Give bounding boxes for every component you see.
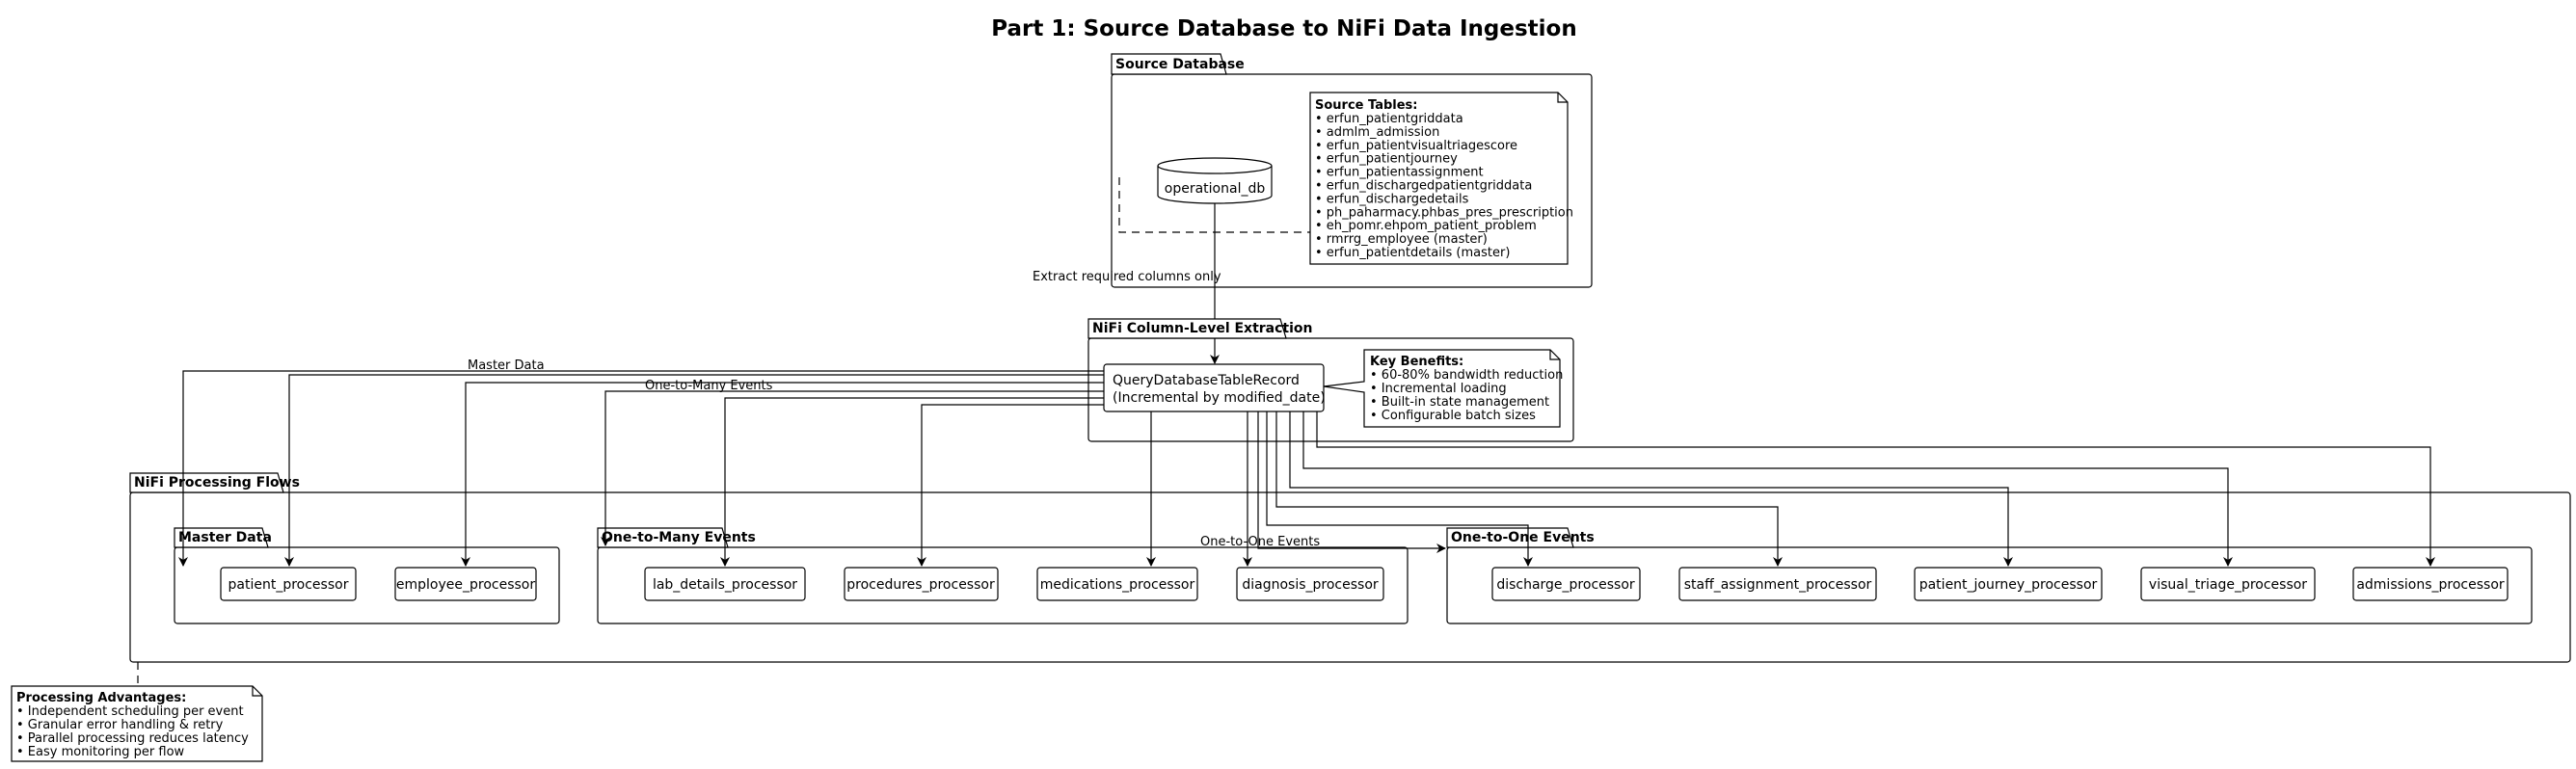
- diagram-title: Part 1: Source Database to NiFi Data Ing…: [991, 16, 1576, 41]
- query-database-table-record: QueryDatabaseTableRecord (Incremental by…: [1103, 363, 1326, 412]
- patient-journey-processor-label: patient_journey_processor: [1919, 577, 2098, 593]
- lab-details-processor-label: lab_details_processor: [653, 577, 797, 593]
- edge-label-one-to-many: One-to-Many Events: [645, 379, 773, 393]
- source-tables-note: Source Tables: • erfun_patientgriddata• …: [1309, 92, 1573, 265]
- key-benefit-item: • Incremental loading: [1370, 382, 1507, 396]
- source-database-label: Source Database: [1115, 57, 1245, 72]
- employee-processor-label: employee_processor: [396, 577, 535, 593]
- staff-assignment-processor: staff_assignment_processor: [1678, 567, 1877, 601]
- source-table-item: • ph_paharmacy.phbas_pres_prescription: [1315, 205, 1573, 220]
- visual-triage-processor: visual_triage_processor: [2140, 567, 2316, 601]
- one-to-many-package: One-to-Many Events: [597, 527, 1409, 624]
- key-benefits-note: Key Benefits: • 60-80% bandwidth reducti…: [1323, 349, 1563, 428]
- extractor-name: QueryDatabaseTableRecord: [1113, 373, 1300, 388]
- source-table-item: • erfun_patientgriddata: [1315, 112, 1463, 126]
- edge-label-one-to-one: One-to-One Events: [1200, 535, 1320, 549]
- one-to-one-label: One-to-One Events: [1451, 530, 1595, 545]
- edge-visual-triage: [1302, 411, 2233, 567]
- key-benefit-item: • 60-80% bandwidth reduction: [1370, 368, 1563, 383]
- employee-processor: employee_processor: [394, 567, 537, 601]
- admissions-processor: admissions_processor: [2352, 567, 2509, 601]
- edge-one-to-many-package: [601, 390, 1104, 546]
- source-table-item: • admlm_admission: [1315, 125, 1439, 140]
- visual-triage-processor-label: visual_triage_processor: [2149, 577, 2307, 593]
- edge-label-master: Master Data: [468, 358, 545, 373]
- medications-processor: medications_processor: [1036, 567, 1198, 601]
- edge-patient-journey: [1289, 411, 2013, 567]
- medications-processor-label: medications_processor: [1040, 577, 1195, 593]
- processing-advantage-item: • Parallel processing reduces latency: [16, 731, 249, 746]
- patient-processor-label: patient_processor: [228, 577, 349, 593]
- source-table-item: • erfun_patientassignment: [1315, 166, 1484, 180]
- nifi-extraction-label: NiFi Column-Level Extraction: [1092, 321, 1313, 336]
- source-table-item: • erfun_patientjourney: [1315, 152, 1458, 167]
- source-table-item: • rmrrg_employee (master): [1315, 232, 1488, 247]
- patient-processor: patient_processor: [220, 567, 357, 601]
- processing-advantages-note: Processing Advantages: • Independent sch…: [11, 685, 263, 762]
- nifi-processing-package: NiFi Processing Flows: [129, 472, 2571, 663]
- edge-discharge: [1266, 411, 1533, 567]
- master-data-label: Master Data: [178, 530, 272, 545]
- nifi-extraction-package: NiFi Column-Level Extraction: [1087, 318, 1574, 442]
- note-connector: [1118, 177, 1310, 233]
- edge-patient: [178, 370, 1104, 567]
- processing-advantage-item: • Easy monitoring per flow: [16, 745, 185, 759]
- diagnosis-processor-label: diagnosis_processor: [1242, 577, 1379, 593]
- edge-staff-assignment: [1275, 411, 1783, 567]
- extract-edge-label: Extract required columns only: [1033, 270, 1221, 284]
- processing-advantage-item: • Granular error handling & retry: [16, 718, 224, 732]
- source-table-item: • eh_pomr.ehpom_patient_problem: [1315, 219, 1537, 233]
- edge-lab-details: [720, 397, 1104, 567]
- procedures-processor-label: procedures_processor: [846, 577, 995, 593]
- nifi-processing-label: NiFi Processing Flows: [134, 475, 300, 491]
- source-table-item: • erfun_dischargedpatientgriddata: [1315, 179, 1532, 194]
- processing-advantage-item: • Independent scheduling per event: [16, 704, 244, 719]
- edge-admissions: [1316, 411, 2435, 567]
- key-benefit-item: • Configurable batch sizes: [1370, 409, 1536, 423]
- edge-one-to-one-package: [1257, 411, 1446, 553]
- patient-journey-processor: patient_journey_processor: [1914, 567, 2103, 601]
- diagnosis-processor: diagnosis_processor: [1236, 567, 1384, 601]
- operational-db-label: operational_db: [1165, 181, 1266, 197]
- key-benefits-list: • 60-80% bandwidth reduction• Incrementa…: [1370, 368, 1563, 423]
- key-benefit-item: • Built-in state management: [1370, 395, 1549, 410]
- source-table-item: • erfun_patientvisualtriagescore: [1315, 139, 1517, 153]
- admissions-processor-label: admissions_processor: [2356, 577, 2505, 593]
- lab-details-processor: lab_details_processor: [644, 567, 806, 601]
- edge-master-package: [284, 374, 1104, 567]
- routing-edges: [178, 370, 2435, 567]
- procedures-processor: procedures_processor: [844, 567, 999, 601]
- one-to-one-package: One-to-One Events: [1446, 527, 2533, 624]
- edge-employee: [461, 382, 1104, 567]
- source-tables-heading: Source Tables:: [1315, 98, 1418, 113]
- extractor-mode: (Incremental by modified_date): [1113, 390, 1326, 406]
- source-database-package: Source Database: [1111, 53, 1593, 288]
- source-table-item: • erfun_patientdetails (master): [1315, 246, 1510, 260]
- discharge-processor-label: discharge_processor: [1496, 577, 1635, 593]
- processing-advantages-heading: Processing Advantages:: [16, 691, 186, 705]
- source-table-item: • erfun_dischargedetails: [1315, 192, 1469, 206]
- processing-advantages-list: • Independent scheduling per event• Gran…: [16, 704, 249, 759]
- operational-db-icon: operational_db: [1157, 157, 1273, 204]
- source-tables-list: • erfun_patientgriddata• admlm_admission…: [1315, 112, 1573, 260]
- key-benefits-heading: Key Benefits:: [1370, 355, 1463, 369]
- master-data-package: Master Data: [174, 527, 560, 624]
- one-to-many-label: One-to-Many Events: [602, 530, 756, 545]
- staff-assignment-processor-label: staff_assignment_processor: [1684, 577, 1872, 593]
- discharge-processor: discharge_processor: [1491, 567, 1641, 601]
- edge-procedures: [917, 404, 1104, 567]
